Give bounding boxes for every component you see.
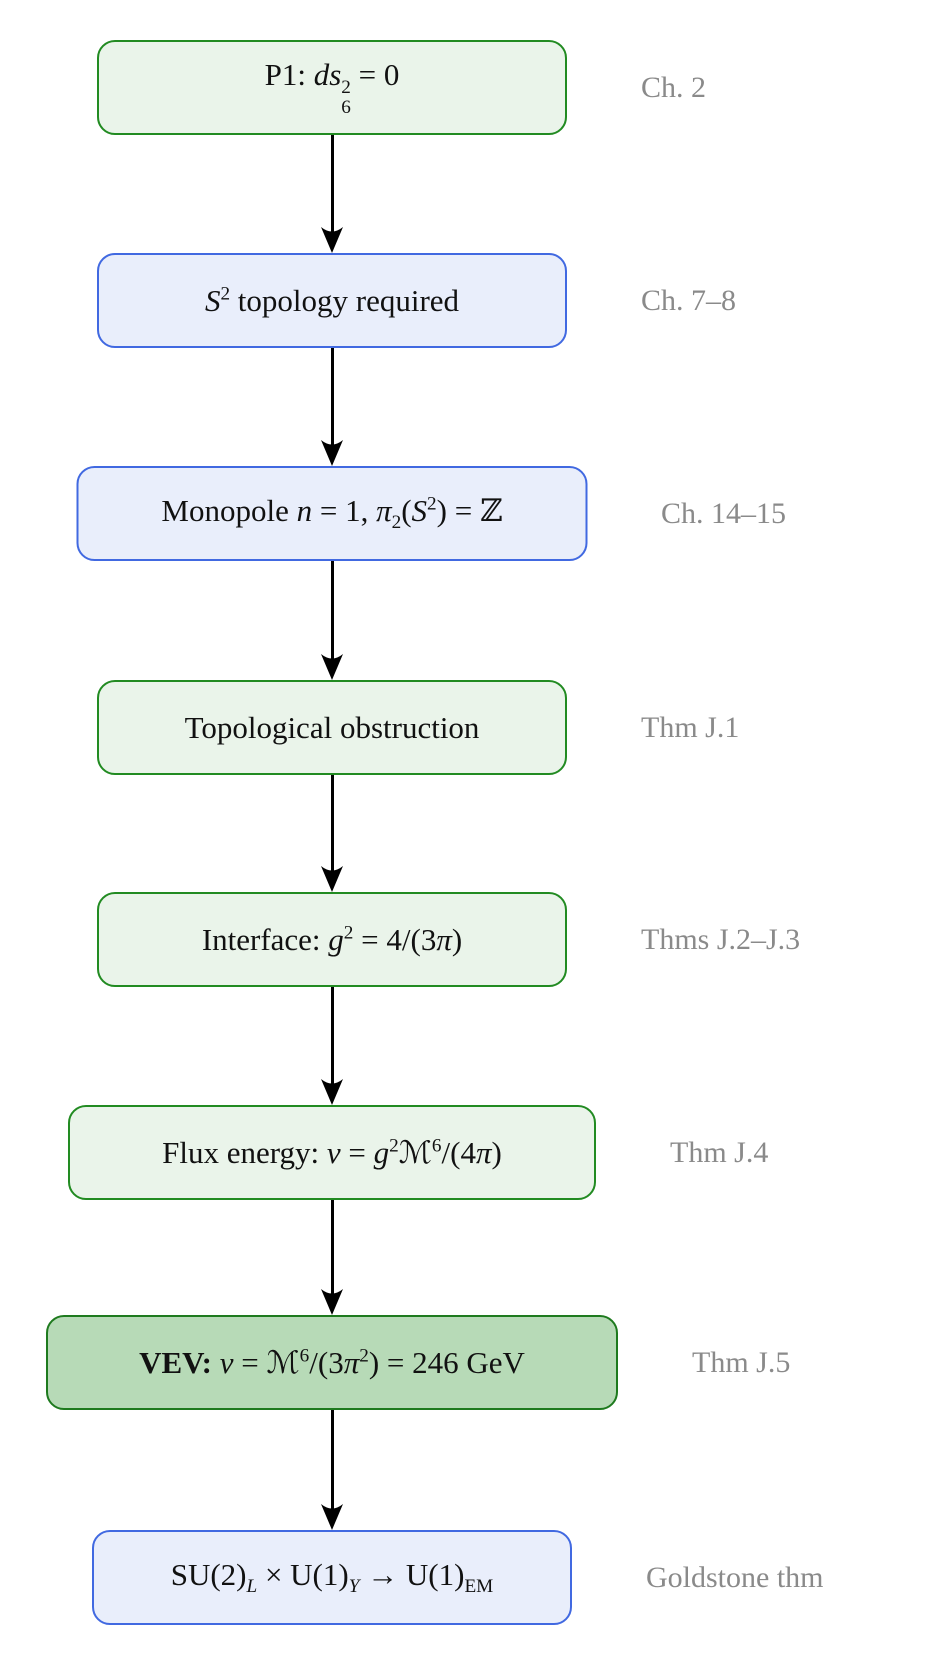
side-label-ch-2: Ch. 2	[641, 70, 707, 104]
node-interface-coupling: Interface: g2 = 4/(3π)	[97, 892, 567, 987]
node-s2-topology: S2 topology required	[97, 253, 567, 348]
side-label-thm-j4: Thm J.4	[670, 1135, 769, 1169]
node-text: Interface: g2 = 4/(3π)	[201, 921, 463, 957]
node-text: Topological obstruction	[184, 709, 480, 745]
arrowhead-icon	[321, 1504, 343, 1530]
arrowhead-icon	[321, 1289, 343, 1315]
arrowhead-icon	[321, 654, 343, 680]
side-label-thm-j5: Thm J.5	[692, 1345, 791, 1379]
down-arrow	[320, 561, 344, 680]
down-arrow	[320, 348, 344, 466]
side-label-thms-j2-j3: Thms J.2–J.3	[641, 922, 801, 956]
side-label-ch-7-8: Ch. 7–8	[641, 283, 737, 317]
down-arrow	[320, 135, 344, 253]
arrow-shaft	[330, 1410, 334, 1517]
node-text: S2 topology required	[204, 282, 460, 318]
down-arrow	[320, 987, 344, 1105]
arrow-shaft	[330, 135, 334, 240]
arrow-shaft	[330, 1200, 334, 1302]
node-text: Monopole n = 1, π2(S2) = ℤ	[161, 492, 503, 534]
node-topological-obstruction: Topological obstruction	[97, 680, 567, 775]
down-arrow	[320, 775, 344, 892]
side-label-goldstone-thm: Goldstone thm	[646, 1560, 824, 1594]
arrowhead-icon	[321, 1079, 343, 1105]
down-arrow	[320, 1410, 344, 1530]
arrow-shaft	[330, 775, 334, 879]
arrow-shaft	[330, 987, 334, 1092]
node-text: VEV: v = ℳ6/(3π2) = 246 GeV	[139, 1344, 525, 1380]
arrowhead-icon	[321, 440, 343, 466]
node-flux-energy: Flux energy: v = g2ℳ6/(4π)	[68, 1105, 596, 1200]
arrowhead-icon	[321, 866, 343, 892]
node-vev-result: VEV: v = ℳ6/(3π2) = 246 GeV	[46, 1315, 618, 1410]
arrow-shaft	[330, 348, 334, 453]
node-text: SU(2)L × U(1)Y → U(1)EM	[170, 1556, 494, 1598]
side-label-thm-j1: Thm J.1	[641, 710, 740, 744]
arrow-shaft	[330, 561, 334, 667]
down-arrow	[320, 1200, 344, 1315]
side-label-ch-14-15: Ch. 14–15	[661, 496, 787, 530]
node-text: Flux energy: v = g2ℳ6/(4π)	[162, 1134, 502, 1170]
node-monopole-winding: Monopole n = 1, π2(S2) = ℤ	[76, 466, 588, 561]
node-ewsb: SU(2)L × U(1)Y → U(1)EM	[92, 1530, 572, 1625]
arrowhead-icon	[321, 227, 343, 253]
